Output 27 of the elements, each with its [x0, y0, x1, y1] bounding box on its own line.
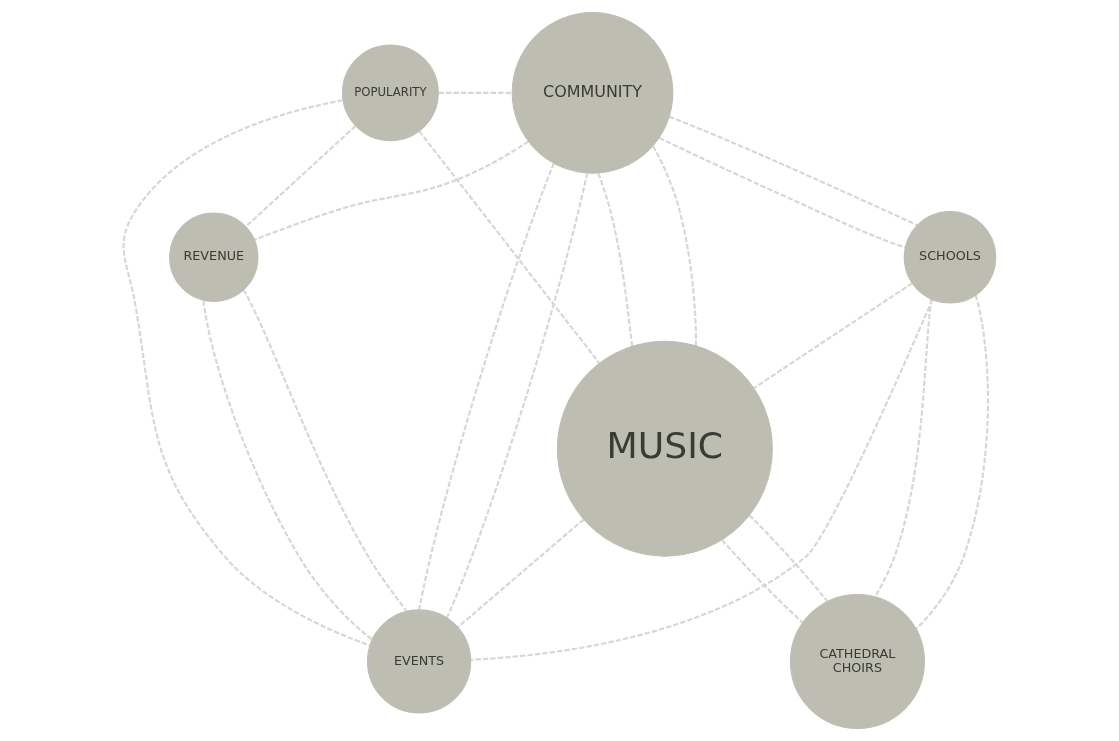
connector: [748, 514, 829, 603]
connector: [254, 140, 530, 241]
connector: [753, 282, 913, 390]
connector: [658, 136, 906, 249]
connector: [597, 172, 634, 347]
connector: [418, 162, 555, 610]
connector: [202, 300, 373, 641]
connector: [245, 125, 357, 228]
connector: [122, 99, 371, 647]
node-circle: POPULARITY: [341, 44, 439, 142]
node-circle: MUSIC: [556, 340, 773, 557]
node-circle: SCHOOLS: [903, 210, 997, 304]
connector: [874, 299, 933, 598]
node-circle: EVENTS: [366, 609, 472, 714]
node-circle: CATHEDRAL CHOIRS: [789, 593, 925, 730]
connector: [915, 295, 989, 630]
connector: [445, 173, 589, 619]
connector: [438, 91, 512, 94]
connector: [457, 518, 585, 629]
connector: [669, 115, 918, 227]
node-circle: COMMUNITY: [511, 11, 674, 174]
connector: [242, 289, 408, 612]
connector: [721, 539, 804, 624]
connector: [418, 130, 601, 364]
connector: [470, 299, 934, 661]
node-circle: REVENUE: [169, 212, 259, 302]
connector: [652, 145, 698, 346]
